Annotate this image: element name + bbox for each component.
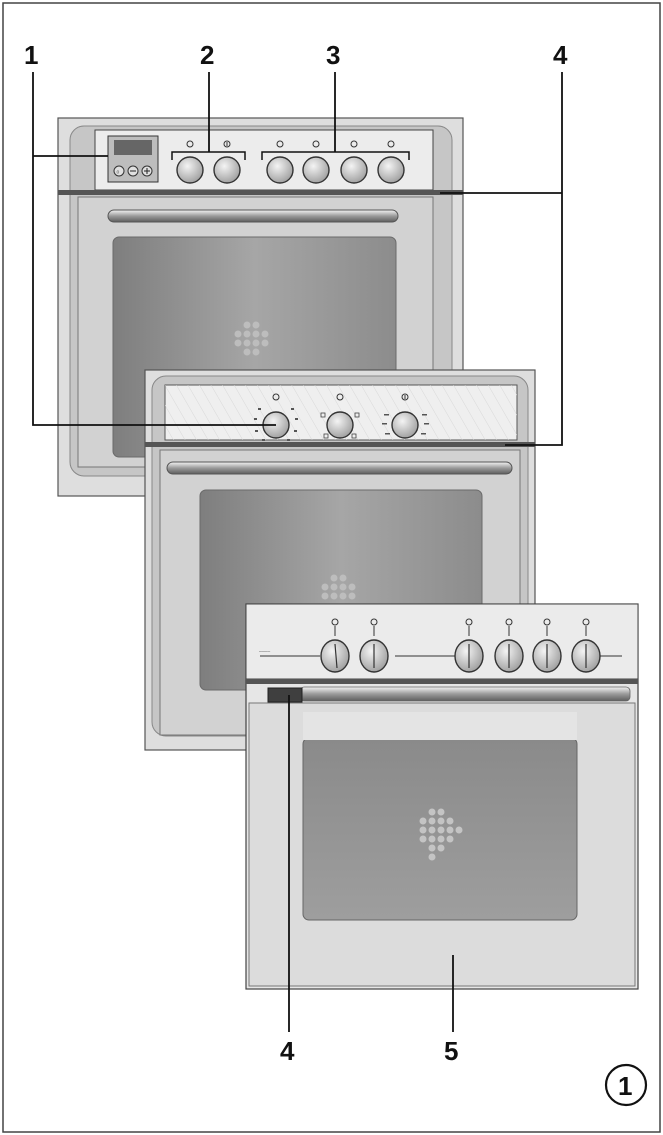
hob-knob-3[interactable] [341, 157, 367, 183]
figure-number-text: 1 [618, 1071, 632, 1101]
svg-text:o: o [117, 170, 120, 176]
callout-4-bottom: 4 [280, 1036, 295, 1066]
bottom-oven-latch [268, 688, 302, 702]
callout-5: 5 [444, 1036, 458, 1066]
hob-knob-1[interactable] [267, 157, 293, 183]
middle-knob-temperature[interactable] [392, 412, 418, 438]
callout-1: 1 [24, 40, 38, 70]
middle-oven-handle [167, 462, 512, 474]
top-knob-function[interactable] [177, 157, 203, 183]
hob-knob-2[interactable] [303, 157, 329, 183]
hob-knob-4[interactable] [378, 157, 404, 183]
clock-screen [114, 140, 152, 155]
bottom-oven-strip [246, 679, 638, 684]
top-oven-handle [108, 210, 398, 222]
callout-3: 3 [326, 40, 340, 70]
top-knob-temperature[interactable] [214, 157, 240, 183]
top-oven-strip [58, 190, 463, 195]
middle-oven-strip [145, 442, 535, 447]
middle-knob-mode[interactable] [327, 412, 353, 438]
bottom-oven: –––– [246, 604, 638, 989]
svg-text:––––: –––– [259, 649, 270, 655]
callout-2: 2 [200, 40, 214, 70]
callout-4-top: 4 [553, 40, 568, 70]
bottom-oven-door-handle [300, 687, 630, 701]
